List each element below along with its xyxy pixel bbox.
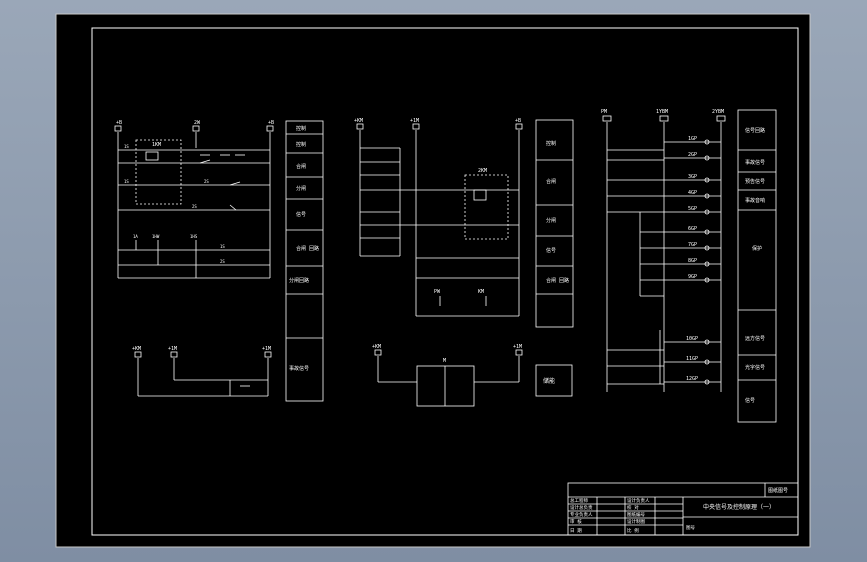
- mid-lower-circuit: [374, 349, 523, 407]
- mid-terminal-label: +KM: [354, 118, 363, 124]
- left-terminal-label: +B: [116, 120, 122, 126]
- right-gp-label: 1GP: [688, 136, 697, 142]
- left-bottom-label: 1HS: [190, 234, 198, 239]
- right-bus-label: 2YBM: [712, 109, 724, 115]
- right-circuit: [602, 115, 726, 392]
- left-lower-circuit: [134, 351, 272, 397]
- right-table-cell: 信号: [745, 397, 755, 404]
- right-gp-label: 10GP: [686, 336, 698, 342]
- drawing-title: 中央信号及控制原理（一）: [703, 503, 775, 511]
- right-table-cell: 光字信号: [745, 364, 765, 371]
- left-table-cell: 分闸回路: [289, 277, 309, 284]
- right-gp-label: 5GP: [688, 206, 697, 212]
- right-gp-label: 3GP: [688, 174, 697, 180]
- left-function-table: [285, 120, 324, 402]
- mid-function-table: [535, 119, 574, 328]
- right-function-table: [737, 109, 777, 423]
- title-block-mid-row: 设计负责人: [627, 497, 650, 504]
- left-table-cell: 信号: [296, 211, 306, 218]
- drawing-border: [91, 27, 799, 536]
- drawing-sheet: [55, 13, 811, 548]
- mid-small-box-label: 储能: [543, 377, 555, 385]
- title-block: [567, 482, 799, 536]
- right-table-cell: 远方信号: [745, 335, 765, 342]
- title-block-left-row: 审 核: [570, 518, 582, 525]
- title-block-mid-row: 校 对: [627, 504, 639, 511]
- mid-terminal-label: +B: [515, 118, 521, 124]
- left-lower-terminal: +KM: [132, 346, 141, 352]
- left-terminal-label: 2W: [194, 120, 201, 126]
- left-table-cell: 合闸: [296, 163, 306, 170]
- mid-lower-terminal: +1M: [513, 344, 522, 350]
- title-block-date: 日 期: [570, 528, 582, 534]
- right-gp-label: 8GP: [688, 258, 697, 264]
- left-terminal-label: +B: [268, 120, 274, 126]
- left-contact-label: 2S: [220, 259, 225, 264]
- mid-table-cell: 信号: [546, 247, 556, 254]
- left-circuit-terminals: [114, 125, 274, 132]
- right-gp-label: 6GP: [688, 226, 697, 232]
- mid-terminal-label: +1M: [410, 118, 419, 124]
- title-block-mid-row: 设计制图: [627, 518, 645, 525]
- mid-lamp-label: KM: [478, 289, 484, 295]
- mid-lamp-label: PW: [434, 289, 441, 295]
- mid-lower-terminal: +KM: [372, 344, 381, 350]
- left-table-cell: 事故信号: [289, 365, 309, 372]
- title-block-left-row: 设计总负责: [570, 504, 593, 511]
- right-table-cell: 保护: [752, 245, 762, 252]
- right-gp-label: 12GP: [686, 376, 698, 382]
- mid-lower-box-label: M: [443, 358, 446, 364]
- right-gp-label: 2GP: [688, 152, 697, 158]
- mid-relay-label: 2KM: [478, 168, 487, 174]
- mid-circuit: [356, 123, 523, 317]
- left-bottom-label: 1HW: [152, 234, 160, 239]
- title-block-header: 图纸图号: [768, 487, 788, 494]
- left-lower-terminal: +1M: [262, 346, 271, 352]
- left-contact-label: 1S: [124, 144, 129, 149]
- left-table-cell: 合闸 回路: [296, 245, 319, 252]
- right-bus-label: PM: [601, 109, 607, 115]
- left-table-cell: 分闸: [296, 185, 306, 192]
- right-gp-label: 11GP: [686, 356, 698, 362]
- right-gp-label: 4GP: [688, 190, 697, 196]
- left-lower-terminal: +1M: [168, 346, 177, 352]
- mid-table-cell: 合闸 回路: [546, 277, 569, 284]
- right-table-cell: 预告信号: [745, 178, 765, 185]
- left-contact-label: 2S: [204, 179, 209, 184]
- title-block-mid-row: 图纸编号: [627, 511, 645, 518]
- left-bottom-label: 1A: [133, 234, 138, 239]
- right-table-cell: 信号回路: [745, 127, 765, 134]
- right-table-cell: 事故信号: [745, 159, 765, 166]
- mid-small-box: [535, 364, 573, 397]
- left-contact-label: 1S: [124, 179, 129, 184]
- mid-table-cell: 合闸: [546, 178, 556, 185]
- title-block-left-row: 专业负责人: [570, 511, 593, 518]
- right-bus-label: 1YBM: [656, 109, 668, 115]
- left-table-cell: 控制: [296, 125, 306, 132]
- left-contact-label: 2S: [192, 204, 197, 209]
- left-contact-label: 1S: [220, 244, 225, 249]
- title-block-drawing-no: 图号: [686, 525, 695, 531]
- right-gp-label: 7GP: [688, 242, 697, 248]
- title-block-scale: 比 例: [627, 527, 639, 534]
- left-relay-label: 1KM: [152, 142, 161, 148]
- mid-table-cell: 控制: [546, 140, 556, 147]
- left-table-cell: 控制: [296, 141, 306, 148]
- right-table-cell: 事故音响: [745, 197, 765, 204]
- mid-table-cell: 分闸: [546, 217, 556, 224]
- title-block-left-row: 总工程师: [570, 497, 588, 504]
- right-gp-label: 9GP: [688, 274, 697, 280]
- left-circuit: [117, 132, 271, 279]
